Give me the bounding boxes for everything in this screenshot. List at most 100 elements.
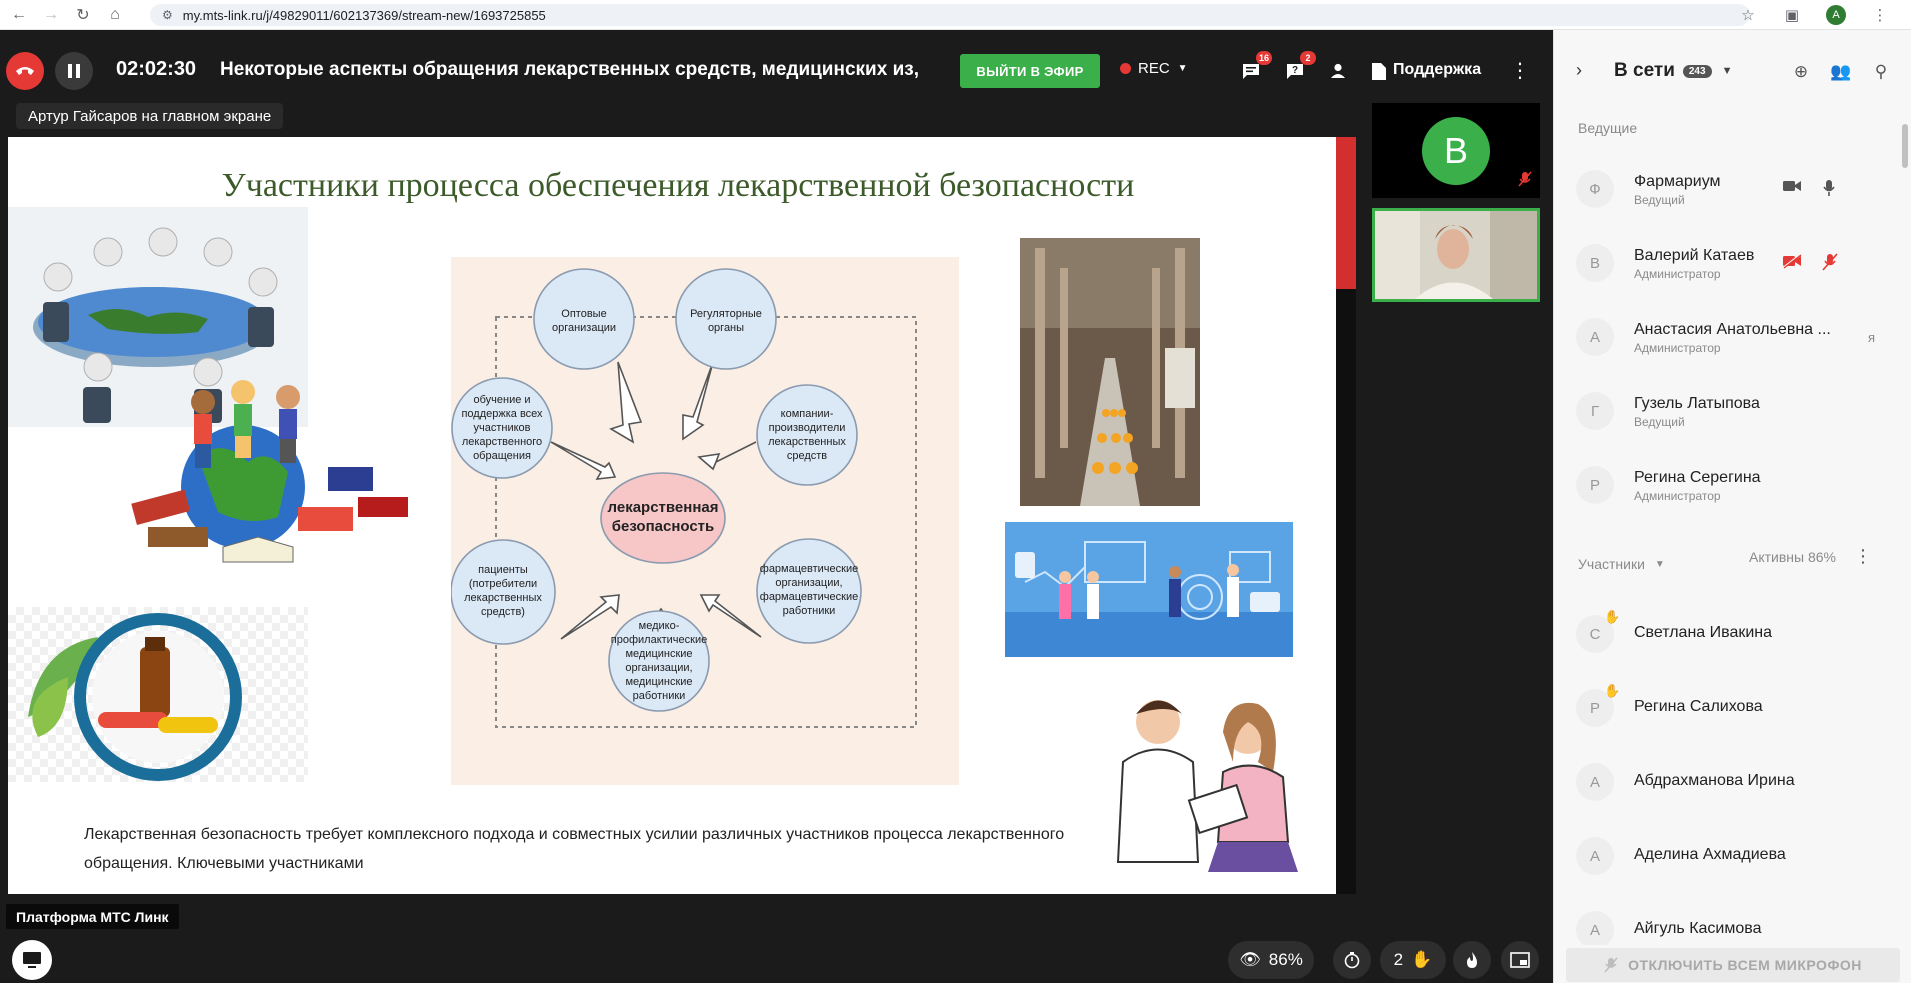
diagram-node-label: работники bbox=[783, 605, 836, 617]
diagram-node-label: медико- bbox=[639, 620, 680, 632]
avatar: Р bbox=[1576, 689, 1614, 727]
back-icon[interactable]: ← bbox=[11, 5, 27, 23]
pause-button[interactable] bbox=[55, 52, 93, 90]
online-dropdown[interactable]: В сети 243 ▼ bbox=[1614, 60, 1733, 81]
diagram-node-label: поддержка всех bbox=[461, 408, 543, 420]
mic-off-icon bbox=[1604, 957, 1618, 973]
webinar-header: 02:02:30 Некоторые аспекты обращения лек… bbox=[0, 30, 1553, 110]
screen-owner-label: Артур Гайсаров на главном экране bbox=[16, 103, 284, 129]
chat-button[interactable]: 16 bbox=[1238, 51, 1272, 84]
screen-share-button[interactable] bbox=[12, 940, 52, 980]
avatar: А bbox=[1576, 318, 1614, 356]
search-icon[interactable]: ⚲ bbox=[1874, 62, 1888, 81]
eye-icon: 👁 bbox=[1239, 950, 1261, 969]
reload-icon[interactable]: ↻ bbox=[76, 6, 90, 24]
host-role: Администратор bbox=[1634, 341, 1721, 355]
browser-menu-icon[interactable]: ⋮ bbox=[1872, 7, 1888, 24]
questions-button[interactable]: ? 2 bbox=[1282, 51, 1316, 84]
question-icon: ? bbox=[1287, 64, 1303, 79]
host-role: Ведущий bbox=[1634, 193, 1685, 207]
participants-button[interactable] bbox=[1325, 58, 1351, 84]
diagram-node-label: (потребители bbox=[469, 578, 537, 590]
timer-button[interactable] bbox=[1333, 941, 1371, 979]
raised-hands-button[interactable]: 2 ✋ bbox=[1380, 941, 1446, 979]
record-button[interactable]: REC▼ bbox=[1120, 60, 1188, 77]
stopwatch-icon bbox=[1344, 952, 1360, 969]
viewers-indicator[interactable]: 👁 86% bbox=[1228, 941, 1314, 979]
diagram-node-label: Регуляторные bbox=[690, 308, 762, 320]
participant-name: Светлана Ивакина bbox=[1634, 624, 1773, 641]
slide-caption: Лекарственная безопасность требует компл… bbox=[84, 826, 1065, 872]
presentation-slide: Участники процесса обеспечения лекарстве… bbox=[8, 137, 1336, 894]
document-icon bbox=[1372, 62, 1386, 80]
diagram-node-label: средств bbox=[787, 450, 827, 462]
bookmark-star-icon[interactable]: ☆ bbox=[1741, 7, 1755, 24]
participant-row[interactable]: А Абдрахманова Ирина bbox=[1554, 753, 1894, 811]
files-button[interactable] bbox=[1366, 58, 1392, 84]
participant-name: Абдрахманова Ирина bbox=[1634, 772, 1795, 789]
team-table-illustration bbox=[8, 207, 308, 427]
chevron-down-icon: ▼ bbox=[1177, 63, 1188, 74]
end-call-button[interactable] bbox=[6, 52, 44, 90]
speaker-avatar: B bbox=[1422, 117, 1490, 185]
host-row[interactable]: В Валерий Катаев Администратор bbox=[1554, 234, 1894, 292]
extensions-icon[interactable]: ▣ bbox=[1784, 7, 1800, 24]
host-name: Гузель Латыпова bbox=[1634, 395, 1760, 412]
group-icon[interactable]: 👥 bbox=[1830, 62, 1852, 81]
arrow-connector bbox=[609, 361, 643, 444]
participant-name: Айгуль Касимова bbox=[1634, 920, 1762, 937]
go-live-button[interactable]: ВЫЙТИ В ЭФИР bbox=[960, 54, 1100, 88]
camera-off-icon[interactable] bbox=[1782, 253, 1802, 274]
avatar: Г bbox=[1576, 392, 1614, 430]
arrow-connector bbox=[682, 361, 714, 441]
monitor-icon bbox=[23, 952, 41, 968]
host-row[interactable]: А Анастасия Анатольевна ... Администрато… bbox=[1554, 308, 1894, 366]
microphone-icon[interactable] bbox=[1822, 179, 1836, 202]
participants-filter[interactable]: Участники ▼ bbox=[1578, 556, 1665, 572]
diagram-node-label: организации, bbox=[775, 577, 842, 589]
arrow-connector bbox=[550, 441, 617, 480]
diagram-node-label: компании- bbox=[781, 408, 834, 420]
participant-row[interactable]: А Аделина Ахмадиева bbox=[1554, 827, 1894, 885]
chevron-right-icon[interactable]: › bbox=[1576, 60, 1582, 80]
camera-icon[interactable] bbox=[1782, 179, 1802, 198]
participant-row[interactable]: С ✋ Светлана Ивакина bbox=[1554, 605, 1894, 663]
diagram-node-label: фармацевтические bbox=[760, 563, 858, 575]
support-link[interactable]: Поддержка bbox=[1393, 61, 1482, 78]
avatar: Ф bbox=[1576, 170, 1614, 208]
host-row[interactable]: Р Регина Серегина Администратор bbox=[1554, 456, 1894, 514]
camera-tile[interactable] bbox=[1372, 208, 1540, 302]
layout-button[interactable] bbox=[1501, 941, 1539, 979]
avatar: С bbox=[1576, 615, 1614, 653]
avatar: В bbox=[1576, 244, 1614, 282]
add-icon[interactable]: ⊕ bbox=[1793, 62, 1809, 81]
participant-row[interactable]: Р ✋ Регина Салихова bbox=[1554, 679, 1894, 737]
camera-feed bbox=[1375, 211, 1537, 299]
speaker-tile[interactable]: B bbox=[1372, 103, 1540, 198]
diagram-node-label: фармацевтические bbox=[760, 591, 858, 603]
center-label: лекарственная bbox=[608, 499, 719, 516]
diagram-node-label: производители bbox=[769, 422, 846, 434]
host-role: Ведущий bbox=[1634, 415, 1685, 429]
diagram-node-label: органы bbox=[708, 322, 744, 334]
address-bar[interactable]: ⚙ my.mts-link.ru/j/49829011/602137369/st… bbox=[150, 4, 1750, 26]
diagram-node-label: средств) bbox=[481, 606, 525, 618]
participant-name: Регина Салихова bbox=[1634, 698, 1763, 715]
sidebar-scrollbar[interactable] bbox=[1901, 108, 1909, 928]
more-options-icon[interactable]: ⋮ bbox=[1510, 60, 1530, 82]
more-options-icon[interactable]: ⋮ bbox=[1854, 546, 1872, 566]
mute-all-button[interactable]: ОТКЛЮЧИТЬ ВСЕМ МИКРОФОН bbox=[1566, 948, 1900, 982]
site-settings-icon[interactable]: ⚙ bbox=[162, 8, 173, 22]
home-icon[interactable]: ⌂ bbox=[110, 5, 120, 23]
diagram-node-label: Оптовые bbox=[561, 308, 606, 320]
profile-avatar[interactable]: A bbox=[1823, 2, 1849, 28]
host-row[interactable]: Ф Фармариум Ведущий bbox=[1554, 160, 1894, 218]
diagram-node-label: организации bbox=[552, 322, 616, 334]
host-row[interactable]: Г Гузель Латыпова Ведущий bbox=[1554, 382, 1894, 440]
mic-off-icon[interactable] bbox=[1822, 253, 1838, 276]
reactions-button[interactable] bbox=[1453, 941, 1491, 979]
participant-row[interactable]: А Айгуль Касимова bbox=[1554, 901, 1894, 945]
host-name: Анастасия Анатольевна ... bbox=[1634, 321, 1831, 338]
url-text: my.mts-link.ru/j/49829011/602137369/stre… bbox=[182, 7, 546, 23]
forward-icon[interactable]: → bbox=[43, 5, 59, 23]
